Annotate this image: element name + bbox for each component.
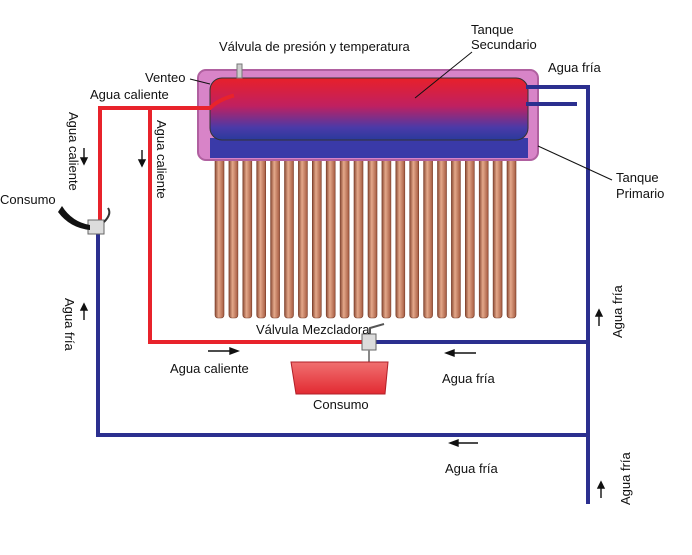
arrow-left-cold-bottom <box>448 438 478 448</box>
collector-tube <box>395 149 406 319</box>
label-cold-water-right-vertical-upper: Agua fría <box>610 284 625 338</box>
collector-tube <box>437 149 447 319</box>
collector-tube <box>270 149 280 319</box>
collector-tube <box>298 149 308 319</box>
collector-tube <box>353 149 364 319</box>
label-primary-tank-1: Tanque <box>616 170 659 185</box>
label-valve-pressure-temperature: Válvula de presión y temperatura <box>219 39 411 54</box>
label-cold-water-middle: Agua fría <box>442 371 496 386</box>
collector-tube <box>242 149 253 319</box>
label-secondary-tank-2: Secundario <box>471 37 537 52</box>
arrow-up-right-cold-upper <box>594 308 604 326</box>
label-cold-water-left-vertical: Agua fría <box>62 298 77 352</box>
collector-tube <box>423 149 433 319</box>
tank-manifold <box>210 138 528 158</box>
mixing-valve <box>361 323 385 366</box>
leader-lines <box>189 51 613 181</box>
collector-tubes <box>214 149 517 319</box>
label-cold-water-bottom: Agua fría <box>445 461 499 476</box>
label-consumption-bottom: Consumo <box>313 397 369 412</box>
arrow-up-right-cold-lower <box>596 480 606 498</box>
collector-tube <box>409 149 420 319</box>
arrow-up-left-cold <box>79 302 89 320</box>
collector-tube <box>339 149 350 319</box>
label-vent: Venteo <box>145 70 186 85</box>
collector-tube <box>325 149 336 319</box>
collector-tube <box>478 149 489 319</box>
label-hot-water-top: Agua caliente <box>90 87 169 102</box>
secondary-tank <box>209 77 529 141</box>
collector-tube <box>228 149 239 319</box>
collector-tube <box>284 149 294 319</box>
flow-arrows <box>79 148 606 498</box>
arrow-right-hot-bottom <box>208 346 240 356</box>
label-mixing-valve: Válvula Mezcladora <box>256 322 370 337</box>
collector-tube <box>256 149 267 319</box>
collector-tube <box>451 149 461 319</box>
collector-tube <box>381 149 392 319</box>
cold-water-pipes <box>96 85 590 504</box>
label-hot-water-bottom: Agua caliente <box>170 361 249 376</box>
label-primary-tank-2: Primario <box>616 186 664 201</box>
collector-tube <box>464 149 475 319</box>
arrow-down-left-hot <box>79 148 89 166</box>
hot-water-pipes <box>98 93 366 344</box>
label-secondary-tank-1: Tanque <box>471 22 514 37</box>
arrow-left-cold-middle <box>444 348 476 358</box>
collector-tube <box>506 149 517 319</box>
vent-pipe <box>236 63 243 79</box>
collector-tube <box>311 149 322 319</box>
label-cold-water-top-right: Agua fría <box>548 60 602 75</box>
arrow-down-inner-hot <box>137 150 147 168</box>
left-tap <box>58 206 111 235</box>
label-consumption-left: Consumo <box>0 192 56 207</box>
collector-tube <box>492 149 503 319</box>
label-hot-water-left-vertical: Agua caliente <box>66 112 81 191</box>
consumption-basin <box>290 361 389 395</box>
collector-tube <box>214 149 225 319</box>
collector-tube <box>367 149 378 319</box>
label-cold-water-right-vertical-lower: Agua fría <box>618 451 633 505</box>
label-hot-water-inner-vertical: Agua caliente <box>154 120 169 199</box>
